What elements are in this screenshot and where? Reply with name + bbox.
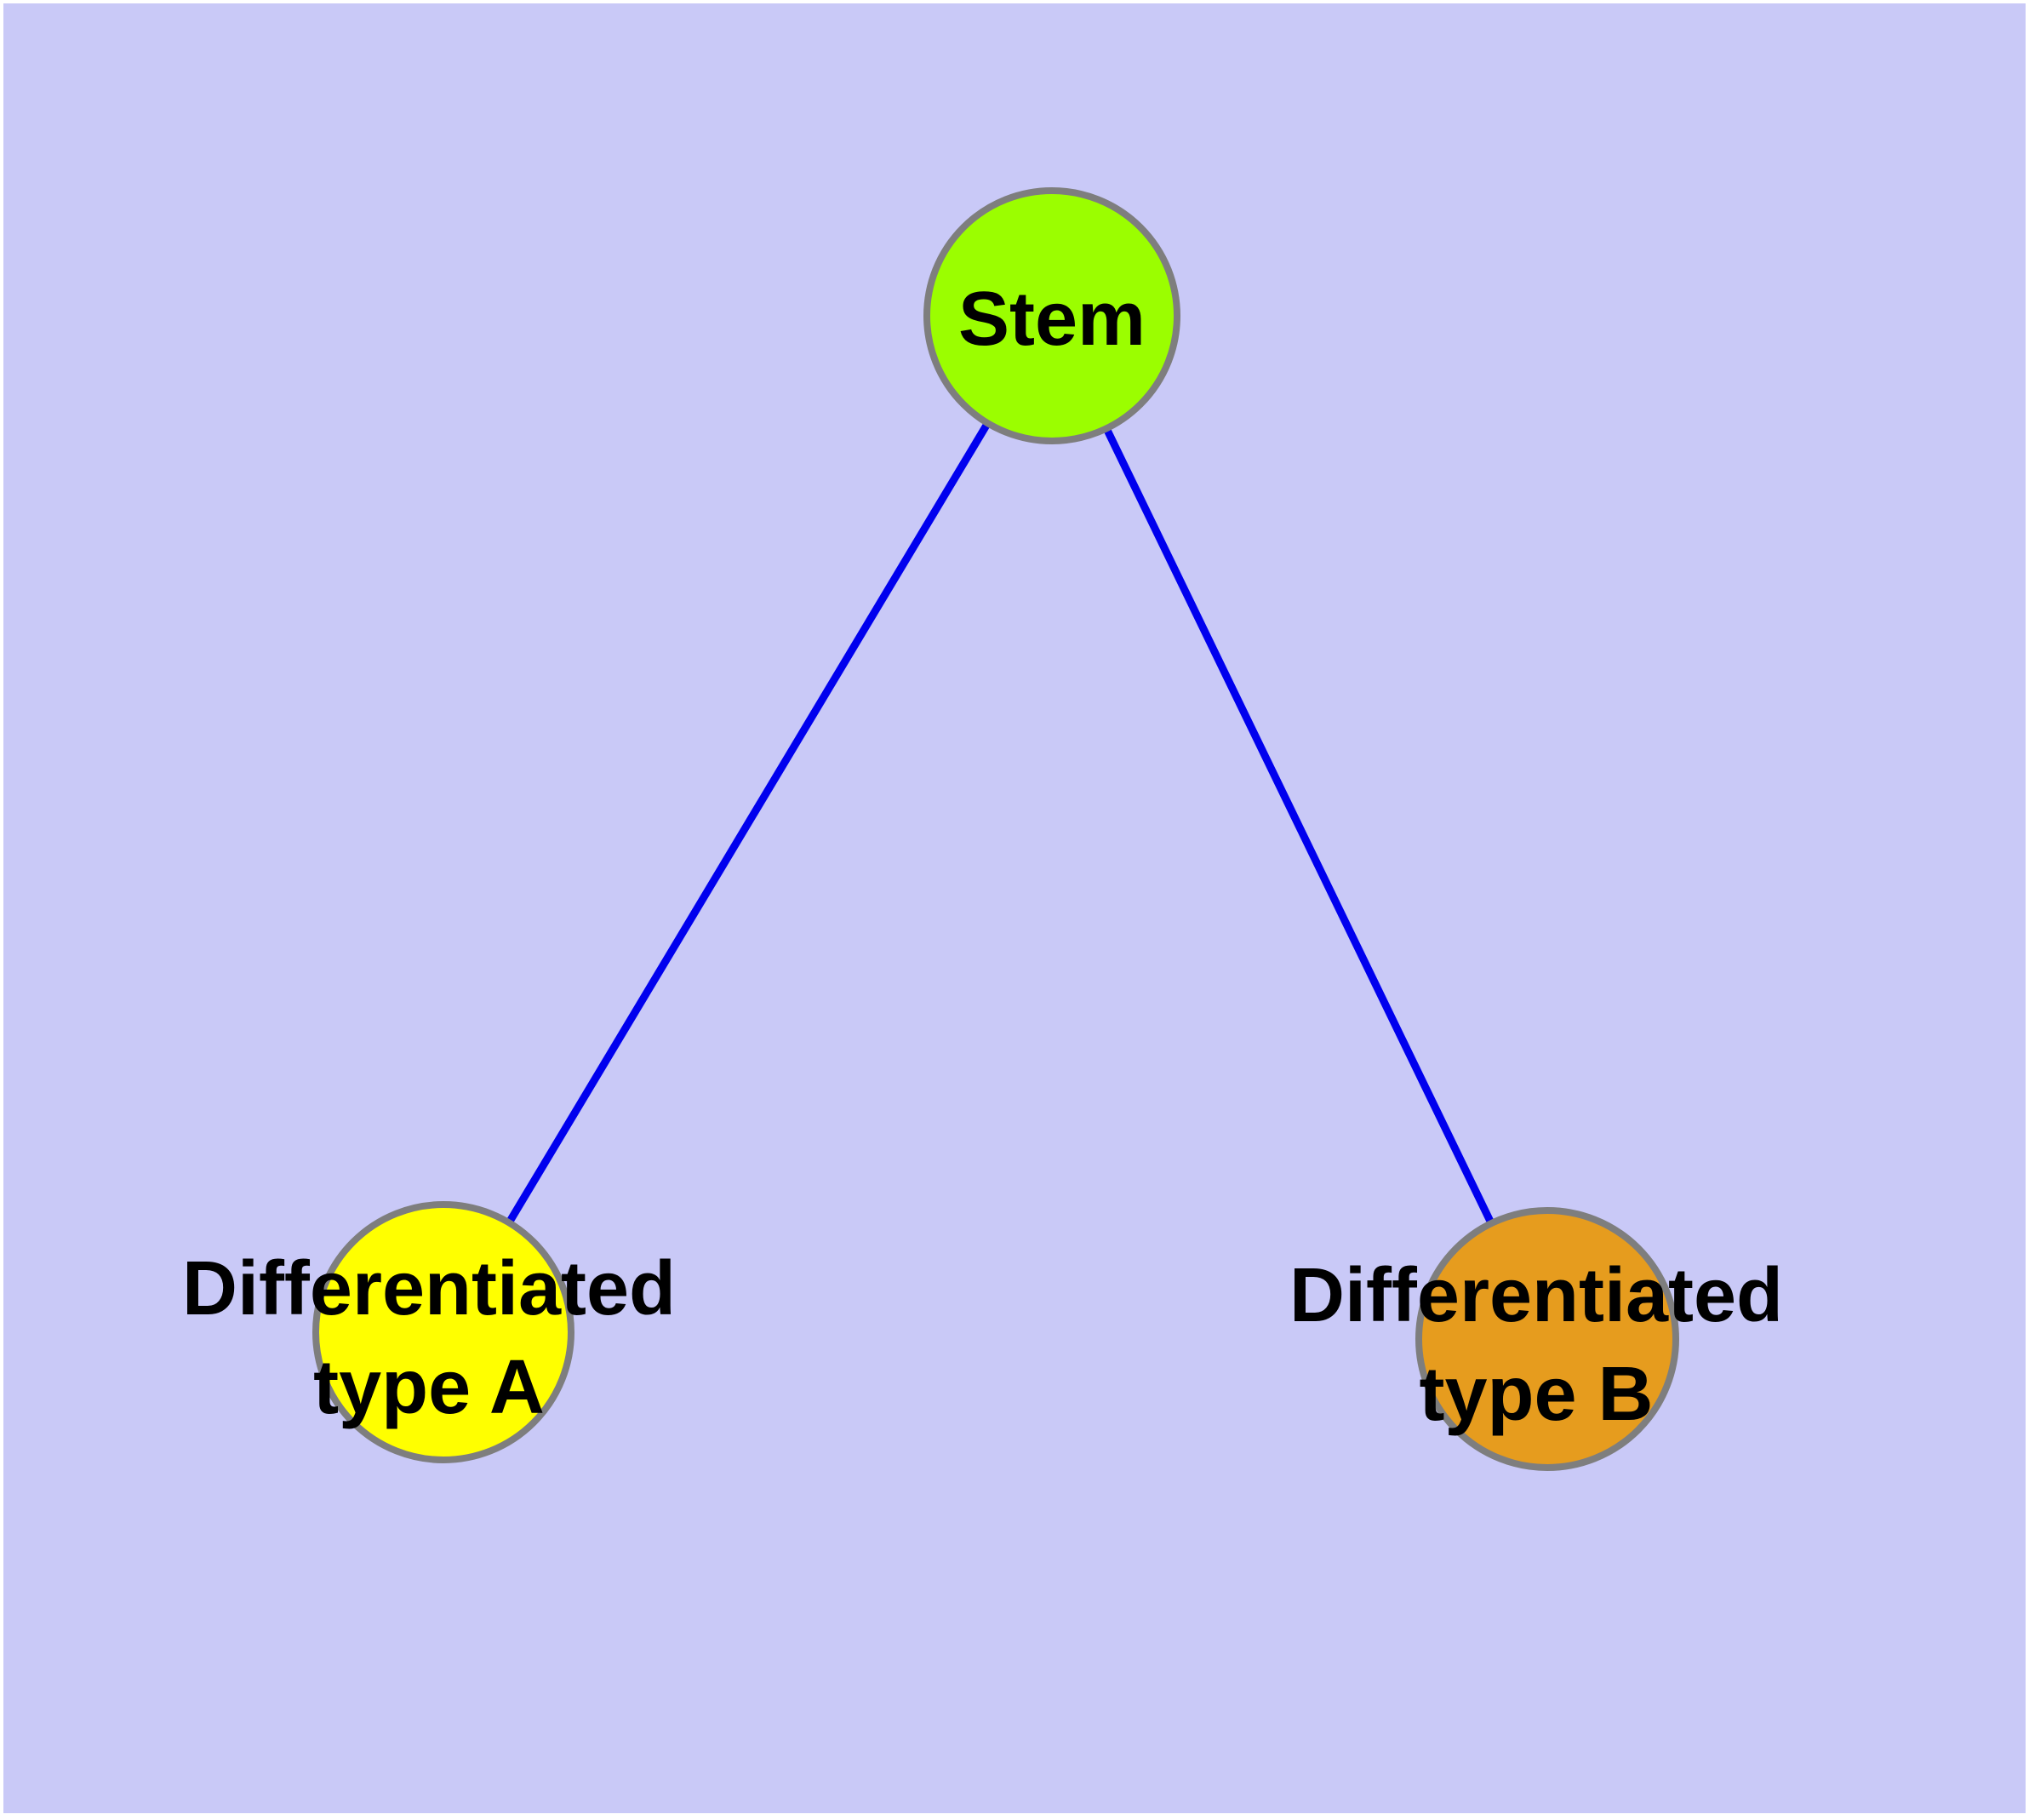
node-type-b: [1415, 1207, 1679, 1471]
node-stem: [923, 187, 1180, 444]
edge-stem-type-a: [440, 313, 1055, 1335]
node-type-b-label-line2: type B: [1419, 1352, 1653, 1437]
node-type-b-label-line1: Differentiated: [1289, 1253, 1783, 1338]
node-type-a: [312, 1201, 574, 1463]
node-type-a-label-line1: Differentiated: [182, 1246, 676, 1331]
edge-stem-type-b: [1048, 314, 1552, 1341]
node-type-a-label-line2: type A: [313, 1345, 545, 1430]
node-stem-label: Stem: [958, 277, 1146, 362]
